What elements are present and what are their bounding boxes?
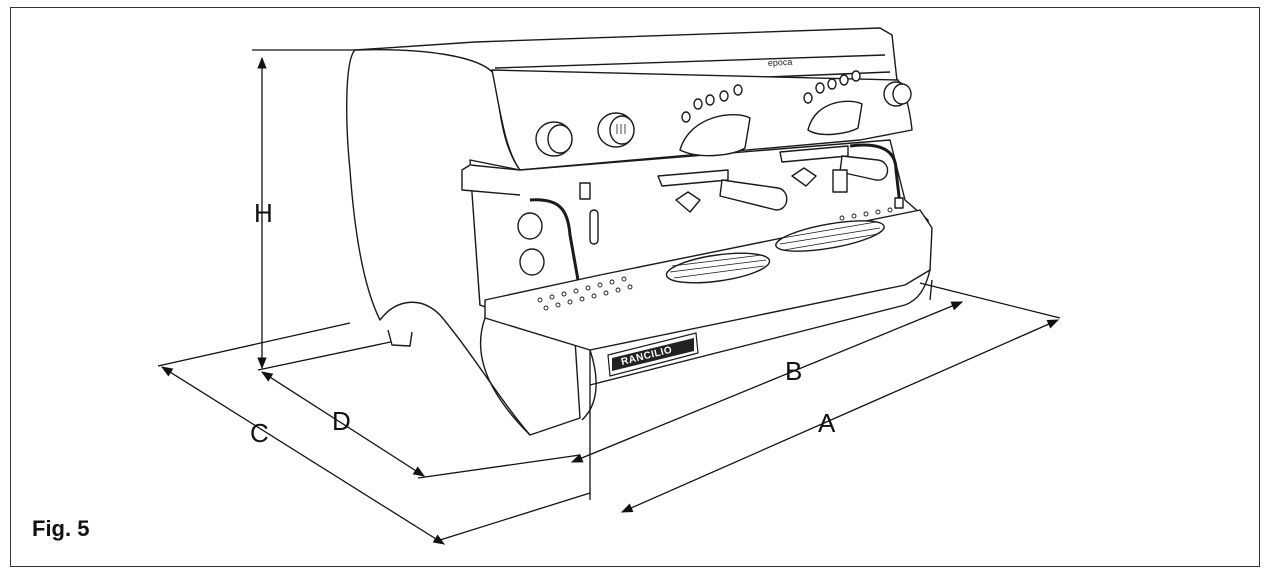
figure-frame: [10, 7, 1260, 567]
label-width-outer: A: [818, 408, 836, 438]
power-switch: [832, 169, 848, 193]
group1-buttons: [681, 84, 743, 123]
dimension-labels: H B A C D: [250, 198, 836, 448]
machine-foot: [387, 329, 413, 347]
portafilter-2-spout: [791, 167, 817, 187]
group-head-1: [679, 114, 751, 157]
hot-water-outlet: [579, 182, 591, 200]
label-depth-inner: D: [332, 406, 351, 436]
portafilter-1-handle: [719, 179, 788, 211]
drip-tray-front-curve: [479, 317, 531, 436]
portafilter-1-basket: [657, 169, 729, 187]
dimension-lines: [157, 49, 1061, 545]
depth-inner-dimension-line: [261, 371, 425, 477]
figure-label: Fig. 5: [32, 516, 90, 541]
group2-buttons: [803, 70, 861, 104]
group-head-2: [807, 100, 863, 136]
water-level-window: [589, 209, 599, 245]
label-depth-outer: C: [250, 418, 269, 448]
width-outer-extension-right: [919, 282, 1061, 319]
tray-perforations: [537, 207, 893, 311]
hot-water-knob-face: [609, 115, 635, 145]
portafilter-2-handle: [839, 155, 889, 181]
label-width-inner: B: [785, 356, 802, 386]
width-outer-extension-left: [439, 492, 591, 541]
height-extension-bottom: [257, 339, 401, 371]
steam-knob-left-face: [547, 124, 573, 154]
pressure-gauge-2: [519, 248, 545, 276]
tray-rail-line: [494, 54, 886, 69]
width-inner-extension-left: [417, 454, 581, 479]
front-corner-curve: [581, 349, 597, 421]
portafilter-1-spout: [675, 191, 701, 213]
depth-outer-extension: [157, 322, 351, 367]
espresso-machine: [346, 27, 933, 436]
lower-body-line: [589, 269, 931, 386]
steam-wand-right: [849, 143, 902, 206]
depth-outer-dimension-line: [161, 366, 445, 545]
hot-water-wand: [529, 198, 580, 281]
grille-slats: [669, 221, 881, 279]
model-name: epoca: [768, 57, 793, 68]
width-outer-dimension-line: [620, 319, 1060, 513]
width-inner-extension-right: [929, 279, 933, 301]
brand-logo: RANCILIO: [607, 332, 699, 377]
pressure-gauge-1: [517, 212, 543, 240]
steam-knob-right-face: [892, 83, 912, 105]
side-ledge: [461, 164, 521, 196]
label-height: H: [254, 198, 273, 228]
steam-wand-tip: [894, 197, 904, 209]
